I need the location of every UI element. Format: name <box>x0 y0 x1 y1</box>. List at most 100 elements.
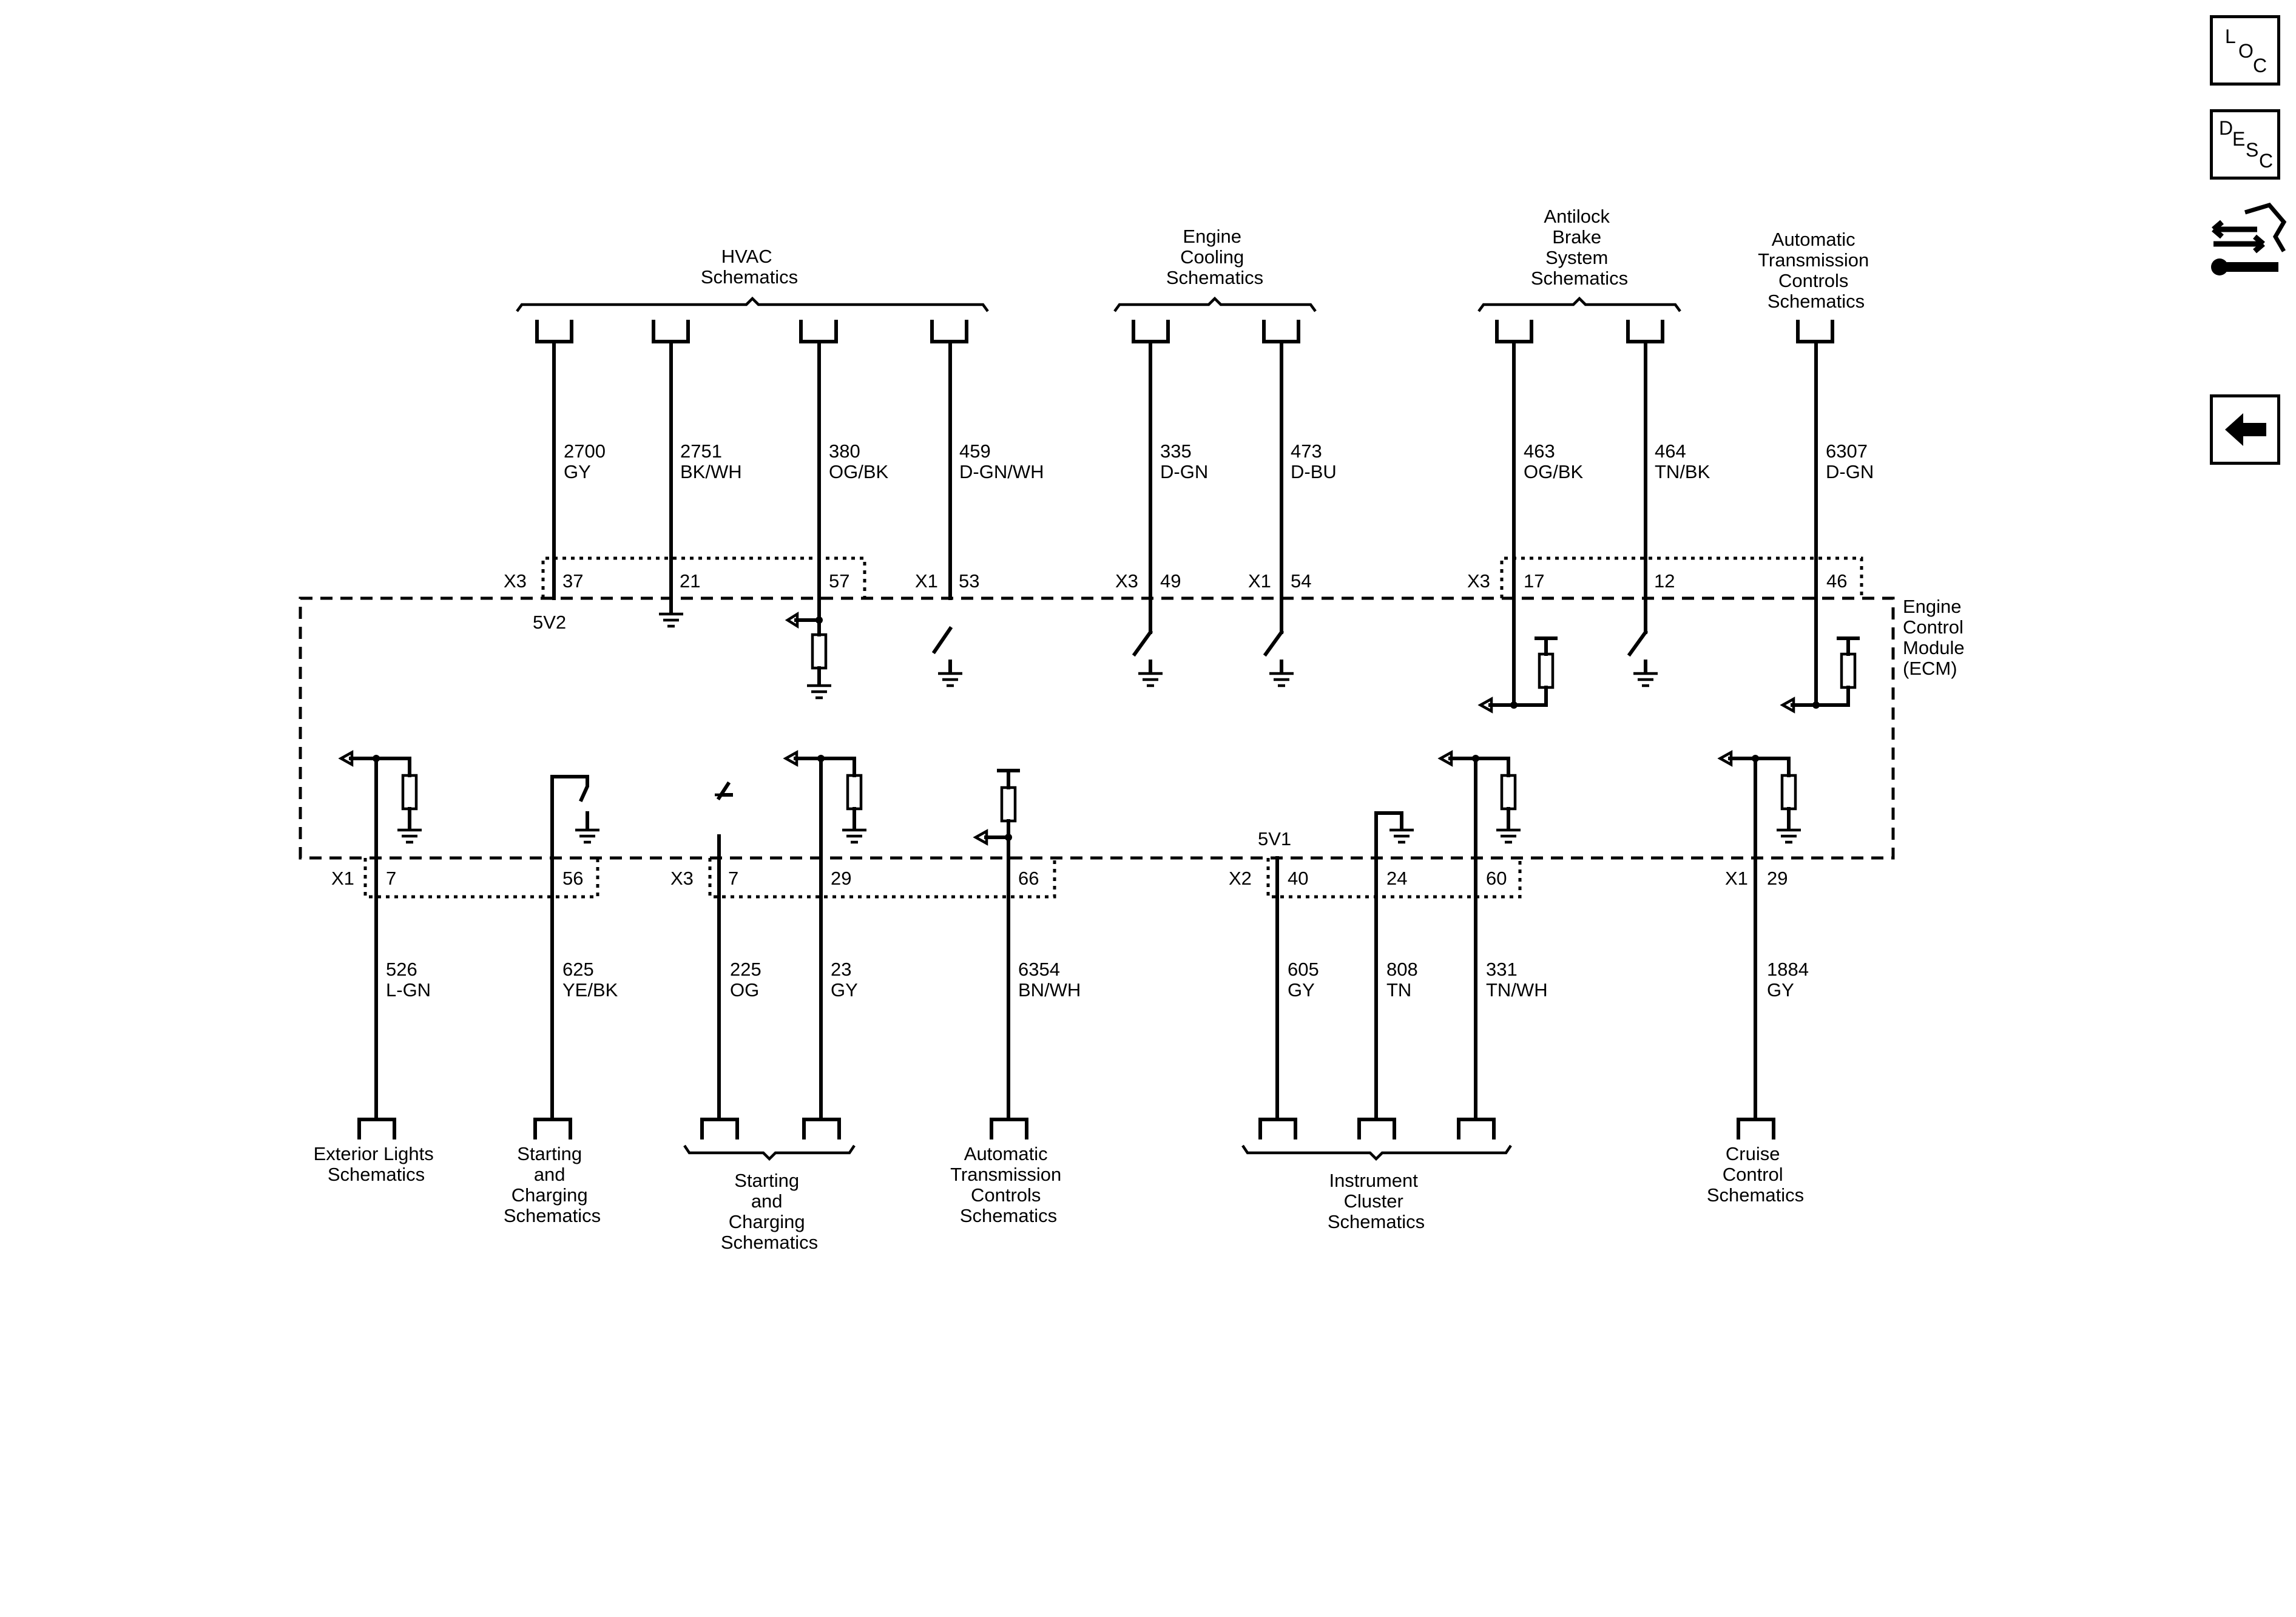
svg-text:473: 473 <box>1291 441 1322 462</box>
svg-text:6354: 6354 <box>1018 959 1060 980</box>
loc-letter-c: C <box>2253 55 2267 76</box>
svg-text:X1: X1 <box>331 868 354 889</box>
svg-text:X2: X2 <box>1229 868 1252 889</box>
svg-text:335: 335 <box>1160 441 1192 462</box>
svg-text:BN/WH: BN/WH <box>1018 979 1081 1001</box>
svg-text:1884: 1884 <box>1767 959 1809 980</box>
desc-button[interactable]: D E S C <box>2210 109 2280 180</box>
svg-text:225: 225 <box>730 959 761 980</box>
svg-text:YE/BK: YE/BK <box>562 979 618 1001</box>
svg-text:TN: TN <box>1386 979 1411 1001</box>
engine-cooling-group-label: Engine Cooling Schematics <box>1166 226 1263 288</box>
svg-text:7: 7 <box>386 868 396 889</box>
svg-text:331: 331 <box>1486 959 1518 980</box>
svg-text:7: 7 <box>728 868 738 889</box>
back-button[interactable] <box>2210 394 2280 465</box>
ecm-module-outline <box>299 596 1895 860</box>
hvac-brace <box>516 296 989 312</box>
svg-text:X3: X3 <box>1115 570 1138 592</box>
svg-text:2751: 2751 <box>680 441 722 462</box>
desc-letter-d: D <box>2219 117 2234 139</box>
svg-text:X1: X1 <box>915 570 938 592</box>
starting-charging-brace <box>683 1144 856 1161</box>
svg-text:380: 380 <box>829 441 860 462</box>
svg-text:526: 526 <box>386 959 417 980</box>
svg-text:24: 24 <box>1386 868 1407 889</box>
svg-text:46: 46 <box>1826 570 1847 592</box>
desc-letter-e: E <box>2232 128 2246 150</box>
trans-bottom-group-label: Automatic Transmission Controls Schemati… <box>950 1143 1067 1226</box>
bottom-wire-labels: 526 L-GN 625 YE/BK 225 OG 23 GY 6354 BN/… <box>386 959 1809 1001</box>
loc-letter-l: L <box>2225 25 2236 47</box>
svg-text:D-GN/WH: D-GN/WH <box>959 461 1044 482</box>
svg-text:463: 463 <box>1524 441 1555 462</box>
svg-text:6307: 6307 <box>1826 441 1868 462</box>
svg-text:29: 29 <box>831 868 851 889</box>
svg-text:OG: OG <box>730 979 759 1001</box>
svg-text:L-GN: L-GN <box>386 979 431 1001</box>
top-connector-x3-a-outline <box>541 556 866 598</box>
top-connector-labels: X3 37 21 57 X1 53 X3 49 X1 54 X3 17 12 4… <box>504 570 1847 633</box>
svg-text:23: 23 <box>831 959 851 980</box>
svg-text:464: 464 <box>1655 441 1686 462</box>
instrument-cluster-brace <box>1241 1144 1512 1161</box>
svg-text:459: 459 <box>959 441 991 462</box>
svg-text:GY: GY <box>564 461 591 482</box>
svg-text:X3: X3 <box>504 570 527 592</box>
svg-text:D-GN: D-GN <box>1826 461 1874 482</box>
top-ecm-internals <box>552 590 1860 714</box>
svg-text:37: 37 <box>562 570 583 592</box>
svg-text:605: 605 <box>1288 959 1319 980</box>
svg-text:X3: X3 <box>670 868 694 889</box>
svg-text:49: 49 <box>1160 570 1181 592</box>
bottom-wires <box>357 856 1775 1139</box>
svg-text:808: 808 <box>1386 959 1418 980</box>
svg-text:5V1: 5V1 <box>1258 828 1291 849</box>
svg-text:TN/BK: TN/BK <box>1655 461 1710 482</box>
svg-text:OG/BK: OG/BK <box>829 461 889 482</box>
svg-text:5V2: 5V2 <box>533 612 566 633</box>
svg-text:66: 66 <box>1018 868 1039 889</box>
bottom-connector-labels: X1 7 56 X3 7 29 66 X2 40 24 60 X1 29 5V1 <box>331 828 1788 889</box>
svg-text:BK/WH: BK/WH <box>680 461 742 482</box>
desc-letter-c: C <box>2259 150 2274 172</box>
abs-group-label: Antilock Brake System Schematics <box>1531 206 1628 289</box>
svg-text:X3: X3 <box>1467 570 1490 592</box>
back-arrow-icon <box>2225 413 2266 446</box>
svg-text:GY: GY <box>831 979 858 1001</box>
svg-text:53: 53 <box>959 570 979 592</box>
cruise-control-group-label: Cruise Control Schematics <box>1707 1143 1804 1206</box>
starting-charging-a-group-label: Starting and Charging Schematics <box>504 1143 601 1226</box>
starting-charging-b-group-label: Starting and Charging Schematics <box>721 1170 818 1253</box>
svg-text:GY: GY <box>1288 979 1315 1001</box>
trans-top-group-label: Automatic Transmission Controls Schemati… <box>1758 229 1874 312</box>
top-wire-labels: 2700 GY 2751 BK/WH 380 OG/BK 459 D-GN/WH… <box>564 441 1874 482</box>
loc-button[interactable]: L O C <box>2210 15 2280 86</box>
desc-letter-s: S <box>2246 139 2259 161</box>
svg-text:D-GN: D-GN <box>1160 461 1208 482</box>
svg-text:17: 17 <box>1524 570 1544 592</box>
svg-text:60: 60 <box>1486 868 1507 889</box>
top-wires <box>535 320 1834 707</box>
svg-text:56: 56 <box>562 868 583 889</box>
svg-text:625: 625 <box>562 959 594 980</box>
ecm-module-label: Engine Control Module (ECM) <box>1903 596 1970 679</box>
bottom-connector-x1-outline <box>363 858 599 899</box>
bottom-connector-x3-outline <box>708 858 1056 899</box>
svg-text:TN/WH: TN/WH <box>1486 979 1548 1001</box>
svg-text:57: 57 <box>829 570 849 592</box>
loc-letter-o: O <box>2238 40 2254 62</box>
instrument-cluster-group-label: Instrument Cluster Schematics <box>1328 1170 1425 1232</box>
connector-tools-icon[interactable] <box>2209 200 2288 285</box>
exterior-lights-group-label: Exterior Lights Schematics <box>314 1143 439 1185</box>
abs-brace <box>1477 296 1681 312</box>
svg-text:X1: X1 <box>1725 868 1748 889</box>
svg-text:OG/BK: OG/BK <box>1524 461 1584 482</box>
svg-text:40: 40 <box>1288 868 1308 889</box>
svg-text:21: 21 <box>680 570 700 592</box>
svg-text:12: 12 <box>1654 570 1675 592</box>
svg-text:X1: X1 <box>1248 570 1271 592</box>
bottom-ecm-internals <box>338 750 1801 868</box>
top-connector-x3-b-outline <box>1500 556 1863 598</box>
